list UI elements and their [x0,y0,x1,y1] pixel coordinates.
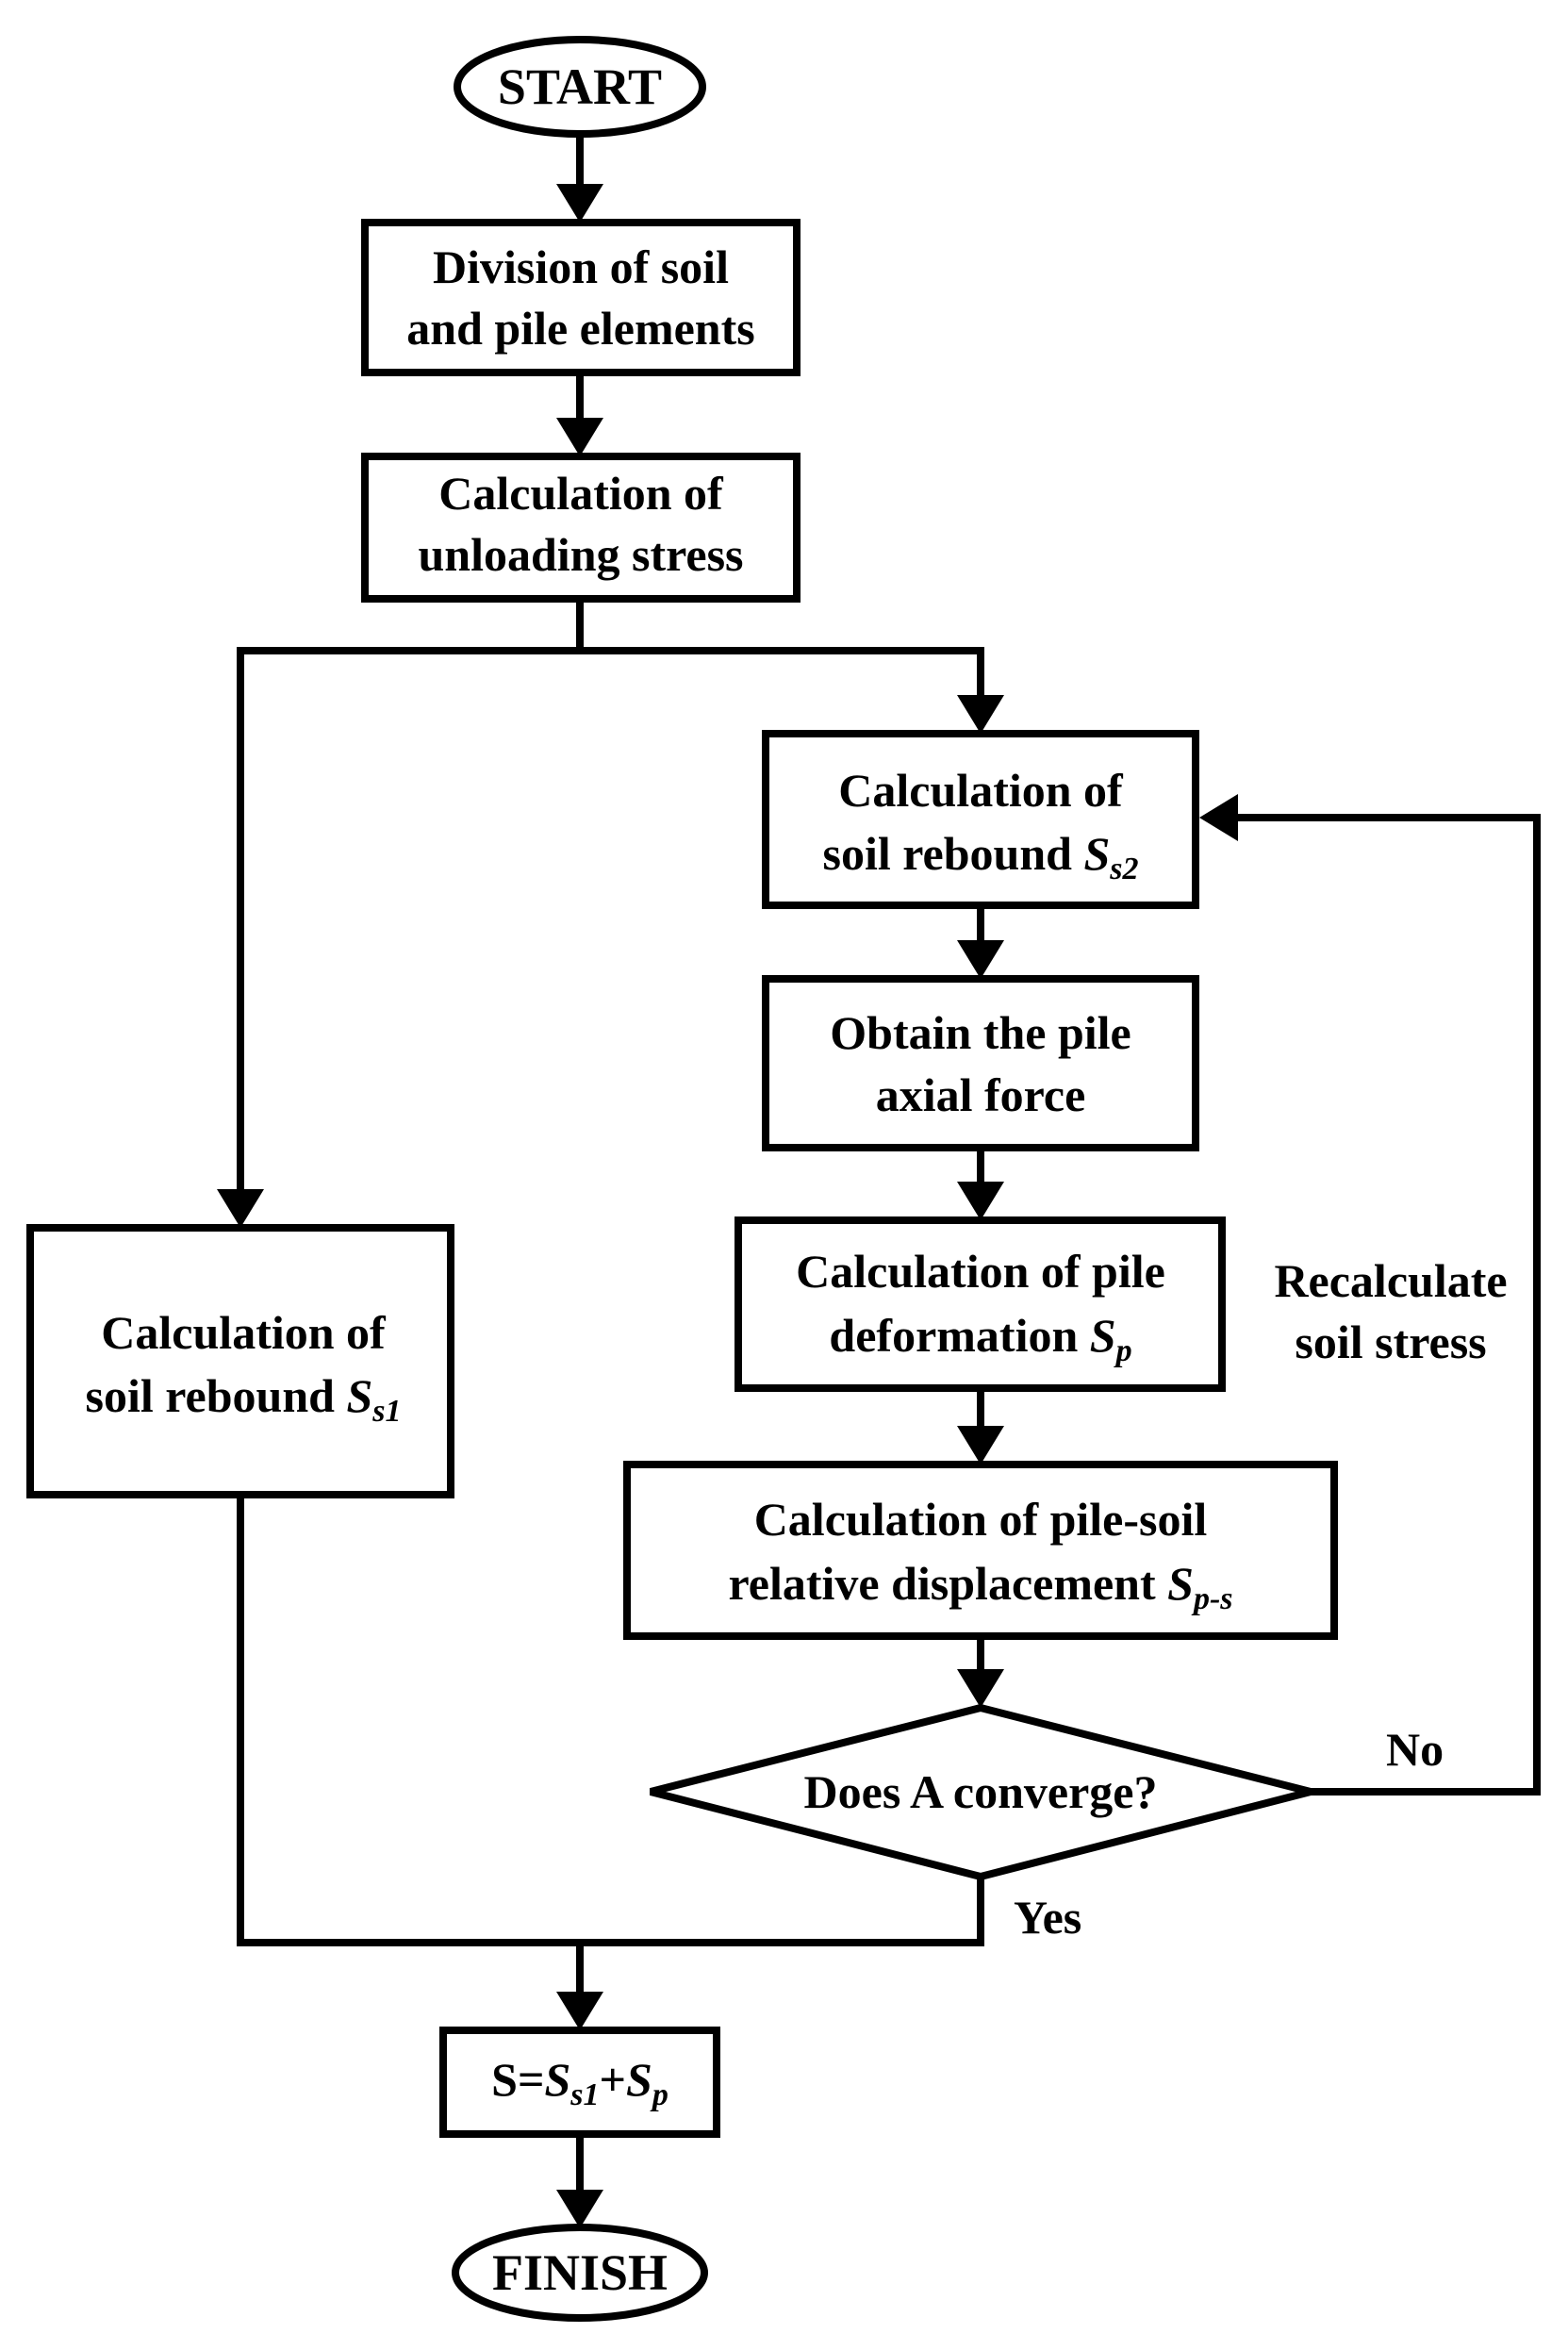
no-label: No [1386,1723,1444,1776]
recalc-line-2: soil stress [1295,1316,1486,1368]
path-yes [580,1877,984,1946]
division-line-2: and pile elements [406,302,754,355]
arrowhead-icon [556,418,603,456]
start-label: START [498,58,662,115]
relative-line-1: Calculation of pile-soil [754,1493,1208,1546]
arrowhead-icon [957,940,1004,979]
deformation-line-1: Calculation of pile [796,1245,1165,1298]
connectors [237,127,1541,2193]
finish-terminal: FINISH [452,2224,708,2322]
arrowhead-icon [556,184,603,223]
relative-displacement-box: Calculation of pile-soil relative displa… [623,1461,1338,1640]
arrowhead-icon [957,695,1004,734]
arrowhead-icon [957,1182,1004,1220]
relative-line-2: relative displacement Sp-s [728,1557,1232,1616]
arrowhead-icon [556,2190,603,2228]
arrowhead-icon [957,1669,1004,1708]
result-formula: S=Ss1+Sp [491,2053,668,2112]
unloading-line-2: unloading stress [418,528,743,581]
decision-label: Does A converge? [804,1765,1158,1818]
deformation-line-2: deformation Sp [829,1309,1131,1368]
arrowhead-icon [217,1189,264,1228]
path-left-join [237,1495,584,1994]
yes-label: Yes [1014,1891,1081,1944]
deformation-box: Calculation of pile deformation Sp [734,1216,1226,1392]
rebound-s2-line-2: soil rebound Ss2 [823,827,1139,886]
division-line-1: Division of soil [433,240,729,293]
rebound-s1-box: Calculation of soil rebound Ss1 [26,1224,454,1498]
arrowhead-icon [957,1426,1004,1465]
unloading-line-1: Calculation of [438,467,724,520]
arrowheads [217,184,1238,2228]
finish-label: FINISH [492,2244,668,2301]
arrowhead-icon [1199,794,1238,841]
axial-force-box: Obtain the pile axial force [762,975,1199,1151]
recalc-line-1: Recalculate [1274,1254,1507,1307]
loop-no-recalculate [1235,814,1541,1796]
rebound-s1-line-2: soil rebound Ss1 [86,1369,402,1429]
result-box: S=Ss1+Sp [439,2027,720,2138]
rebound-s2-line-1: Calculation of [838,764,1124,817]
unloading-box: Calculation of unloading stress [361,453,801,603]
rebound-s2-box: Calculation of soil rebound Ss2 [762,730,1199,909]
rebound-s1-line-1: Calculation of [101,1306,387,1359]
branch-right-to-rebound-s2 [580,647,984,698]
decision-diamond: Does A converge? [650,1703,1312,1881]
division-box: Division of soil and pile elements [361,219,801,376]
branch-unloading-split [237,599,584,1193]
start-terminal: START [454,36,706,138]
axial-line-2: axial force [876,1068,1086,1121]
axial-line-1: Obtain the pile [830,1006,1131,1059]
arrowhead-icon [556,1992,603,2030]
